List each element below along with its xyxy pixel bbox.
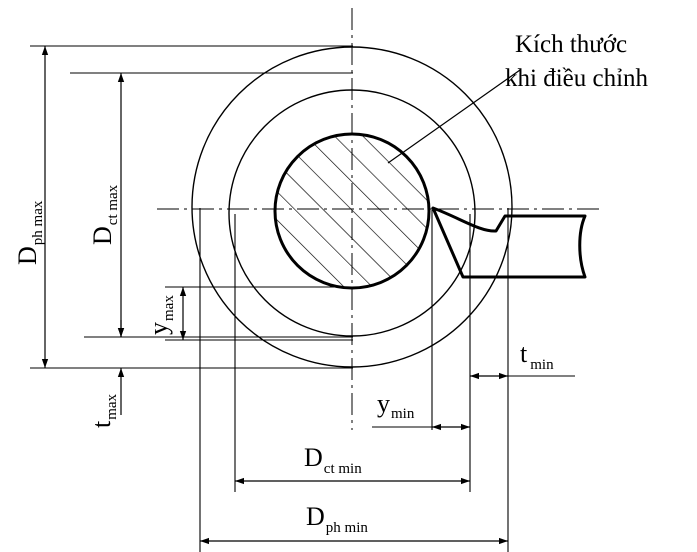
label-y-max: ymax	[144, 295, 177, 335]
label-d-ct-min: Dct min	[304, 443, 362, 477]
cutting-tool	[431, 206, 587, 279]
label-y-min: ymin	[377, 389, 415, 422]
annotation-line-1: Kích thước	[515, 31, 627, 58]
label-t-max: tmax	[87, 393, 120, 428]
annotation-leader	[387, 69, 521, 164]
label-d-ph-max: Dph max	[13, 200, 46, 265]
annotation-line-2: khi điều chỉnh	[505, 65, 649, 92]
label-d-ct-max: Dct max	[88, 184, 121, 245]
middle-circle-d-ct-max	[228, 89, 476, 337]
label-d-ph-min: Dph min	[306, 502, 368, 536]
outer-circle-d-ph-max	[191, 46, 513, 368]
hatched-core-circle	[273, 132, 431, 290]
